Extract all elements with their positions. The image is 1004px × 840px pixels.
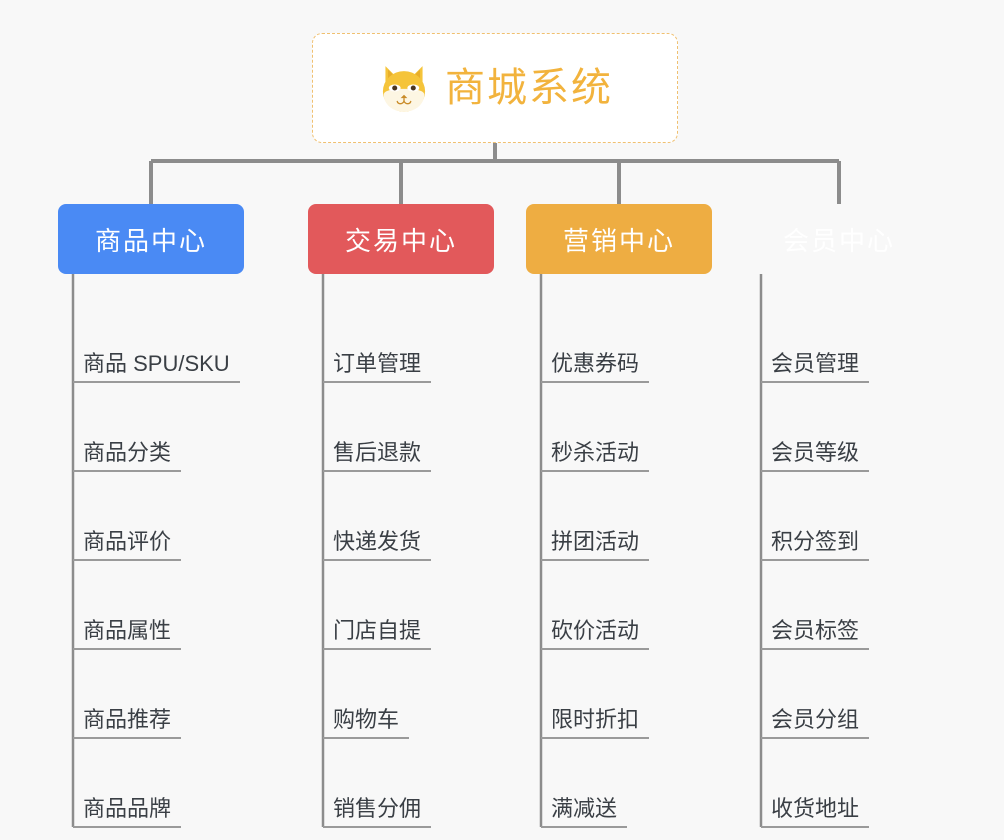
leaf-item-label: 商品 SPU/SKU (73, 351, 240, 383)
leaf-item-label: 销售分佣 (323, 796, 432, 828)
leaf-item-label: 商品推荐 (73, 707, 182, 739)
leaf-item[interactable]: 会员标签 (761, 561, 932, 650)
leaf-item[interactable]: 限时折扣 (541, 650, 712, 739)
branch-column: 营销中心优惠券码秒杀活动拼团活动砍价活动限时折扣满减送 (526, 204, 712, 828)
leaf-item-label: 满减送 (541, 796, 628, 828)
leaf-item-label: 商品品牌 (73, 796, 182, 828)
leaf-item-label: 商品评价 (73, 529, 182, 561)
leaf-item[interactable]: 会员分组 (761, 650, 932, 739)
root-node[interactable]: 商城系统 (312, 33, 678, 143)
leaf-item-label: 门店自提 (323, 618, 432, 650)
branch-leaf-list: 优惠券码秒杀活动拼团活动砍价活动限时折扣满减送 (541, 294, 712, 828)
leaf-item-label: 收货地址 (761, 796, 870, 828)
branch-header-1[interactable]: 商品中心 (58, 204, 244, 274)
leaf-item[interactable]: 砍价活动 (541, 561, 712, 650)
leaf-item-label: 会员分组 (761, 707, 870, 739)
leaf-item[interactable]: 拼团活动 (541, 472, 712, 561)
leaf-item[interactable]: 订单管理 (323, 294, 494, 383)
branch-header-4[interactable]: 会员中心 (746, 204, 932, 274)
leaf-item-label: 拼团活动 (541, 529, 650, 561)
leaf-item-label: 限时折扣 (541, 707, 650, 739)
leaf-item[interactable]: 商品推荐 (73, 650, 244, 739)
leaf-item[interactable]: 收货地址 (761, 739, 932, 828)
leaf-item-label: 售后退款 (323, 440, 432, 472)
leaf-item-label: 积分签到 (761, 529, 870, 561)
leaf-item[interactable]: 购物车 (323, 650, 494, 739)
leaf-item[interactable]: 积分签到 (761, 472, 932, 561)
leaf-item-label: 优惠券码 (541, 351, 650, 383)
branch-leaf-list: 会员管理会员等级积分签到会员标签会员分组收货地址 (761, 294, 932, 828)
leaf-item[interactable]: 商品 SPU/SKU (73, 294, 244, 383)
branch-column: 交易中心订单管理售后退款快递发货门店自提购物车销售分佣 (308, 204, 494, 828)
leaf-item-label: 秒杀活动 (541, 440, 650, 472)
leaf-item[interactable]: 快递发货 (323, 472, 494, 561)
leaf-item-label: 快递发货 (323, 529, 432, 561)
leaf-item-label: 会员标签 (761, 618, 870, 650)
branch-leaf-list: 订单管理售后退款快递发货门店自提购物车销售分佣 (323, 294, 494, 828)
leaf-item[interactable]: 优惠券码 (541, 294, 712, 383)
leaf-item[interactable]: 会员管理 (761, 294, 932, 383)
leaf-item-label: 订单管理 (323, 351, 432, 383)
leaf-item-label: 购物车 (323, 707, 410, 739)
leaf-item[interactable]: 门店自提 (323, 561, 494, 650)
leaf-item[interactable]: 销售分佣 (323, 739, 494, 828)
shiba-dog-emoji (382, 66, 426, 112)
branch-header-2[interactable]: 交易中心 (308, 204, 494, 274)
leaf-item-label: 砍价活动 (541, 618, 650, 650)
branch-leaf-list: 商品 SPU/SKU 商品分类商品评价商品属性商品推荐商品品牌 (73, 294, 244, 828)
branch-column: 商品中心商品 SPU/SKU 商品分类商品评价商品属性商品推荐商品品牌 (58, 204, 244, 828)
leaf-item[interactable]: 商品属性 (73, 561, 244, 650)
leaf-item[interactable]: 商品品牌 (73, 739, 244, 828)
branch-header-label: 交易中心 (344, 225, 457, 256)
leaf-item-label: 商品分类 (73, 440, 182, 472)
branch-header-label: 营销中心 (562, 225, 675, 256)
leaf-item[interactable]: 会员等级 (761, 383, 932, 472)
leaf-item[interactable]: 满减送 (541, 739, 712, 828)
leaf-item[interactable]: 售后退款 (323, 383, 494, 472)
branch-header-label: 会员中心 (782, 225, 895, 256)
branch-header-3[interactable]: 营销中心 (526, 204, 712, 274)
leaf-item[interactable]: 商品评价 (73, 472, 244, 561)
leaf-item[interactable]: 商品分类 (73, 383, 244, 472)
branch-column: 会员中心会员管理会员等级积分签到会员标签会员分组收货地址 (746, 204, 932, 828)
branch-header-label: 商品中心 (94, 225, 207, 256)
leaf-item-label: 会员管理 (761, 351, 870, 383)
leaf-item-label: 会员等级 (761, 440, 870, 472)
root-title: 商城系统 (445, 66, 613, 110)
leaf-item[interactable]: 秒杀活动 (541, 383, 712, 472)
leaf-item-label: 商品属性 (73, 618, 182, 650)
